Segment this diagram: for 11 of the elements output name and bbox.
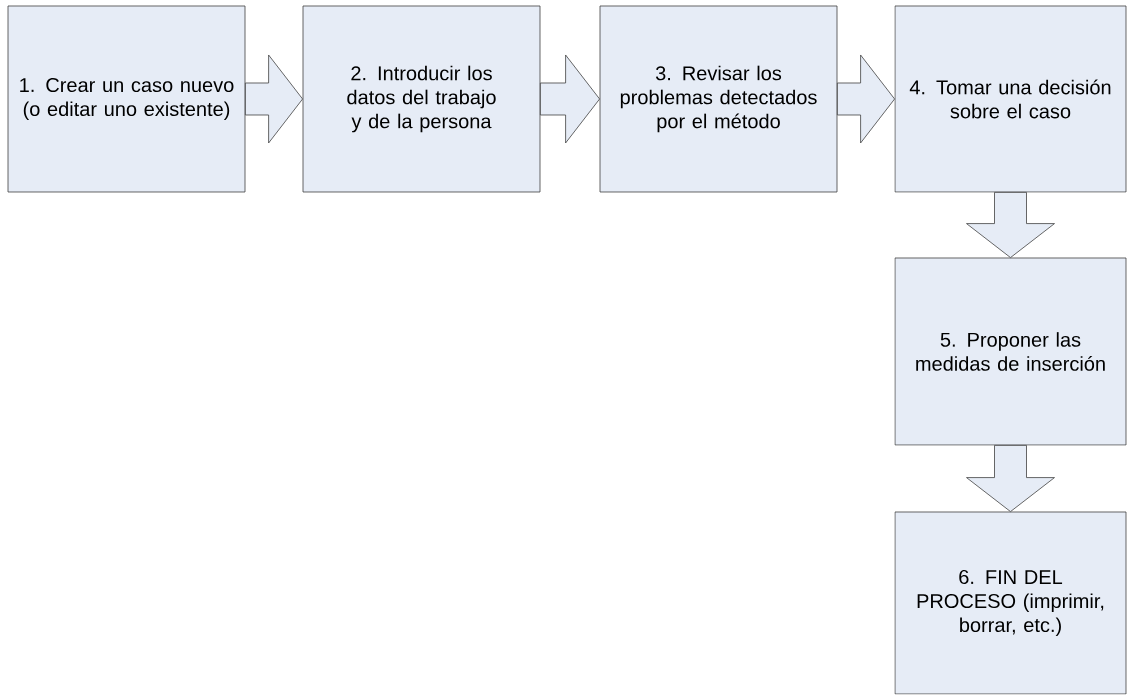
process-box: 1. Crear un caso nuevo (o editar uno existente): [7, 5, 246, 193]
block-arrow: [837, 54, 895, 144]
block-arrow: [966, 445, 1055, 512]
process-box: 4. Tomar una decisión sobre el caso: [894, 5, 1127, 193]
block-arrow: [966, 192, 1055, 258]
block-arrow: [245, 54, 303, 144]
process-box: 2. Introducir los datos del trabajo y de la persona: [302, 5, 541, 193]
process-box: 3. Revisar los problemas detectados por el método: [599, 5, 838, 193]
process-box: 5. Proponer las medidas de inserción: [894, 257, 1127, 446]
process-box: 6. FIN DEL PROCESO (imprimir, borrar, etc.): [894, 511, 1127, 695]
block-arrow: [540, 54, 600, 144]
